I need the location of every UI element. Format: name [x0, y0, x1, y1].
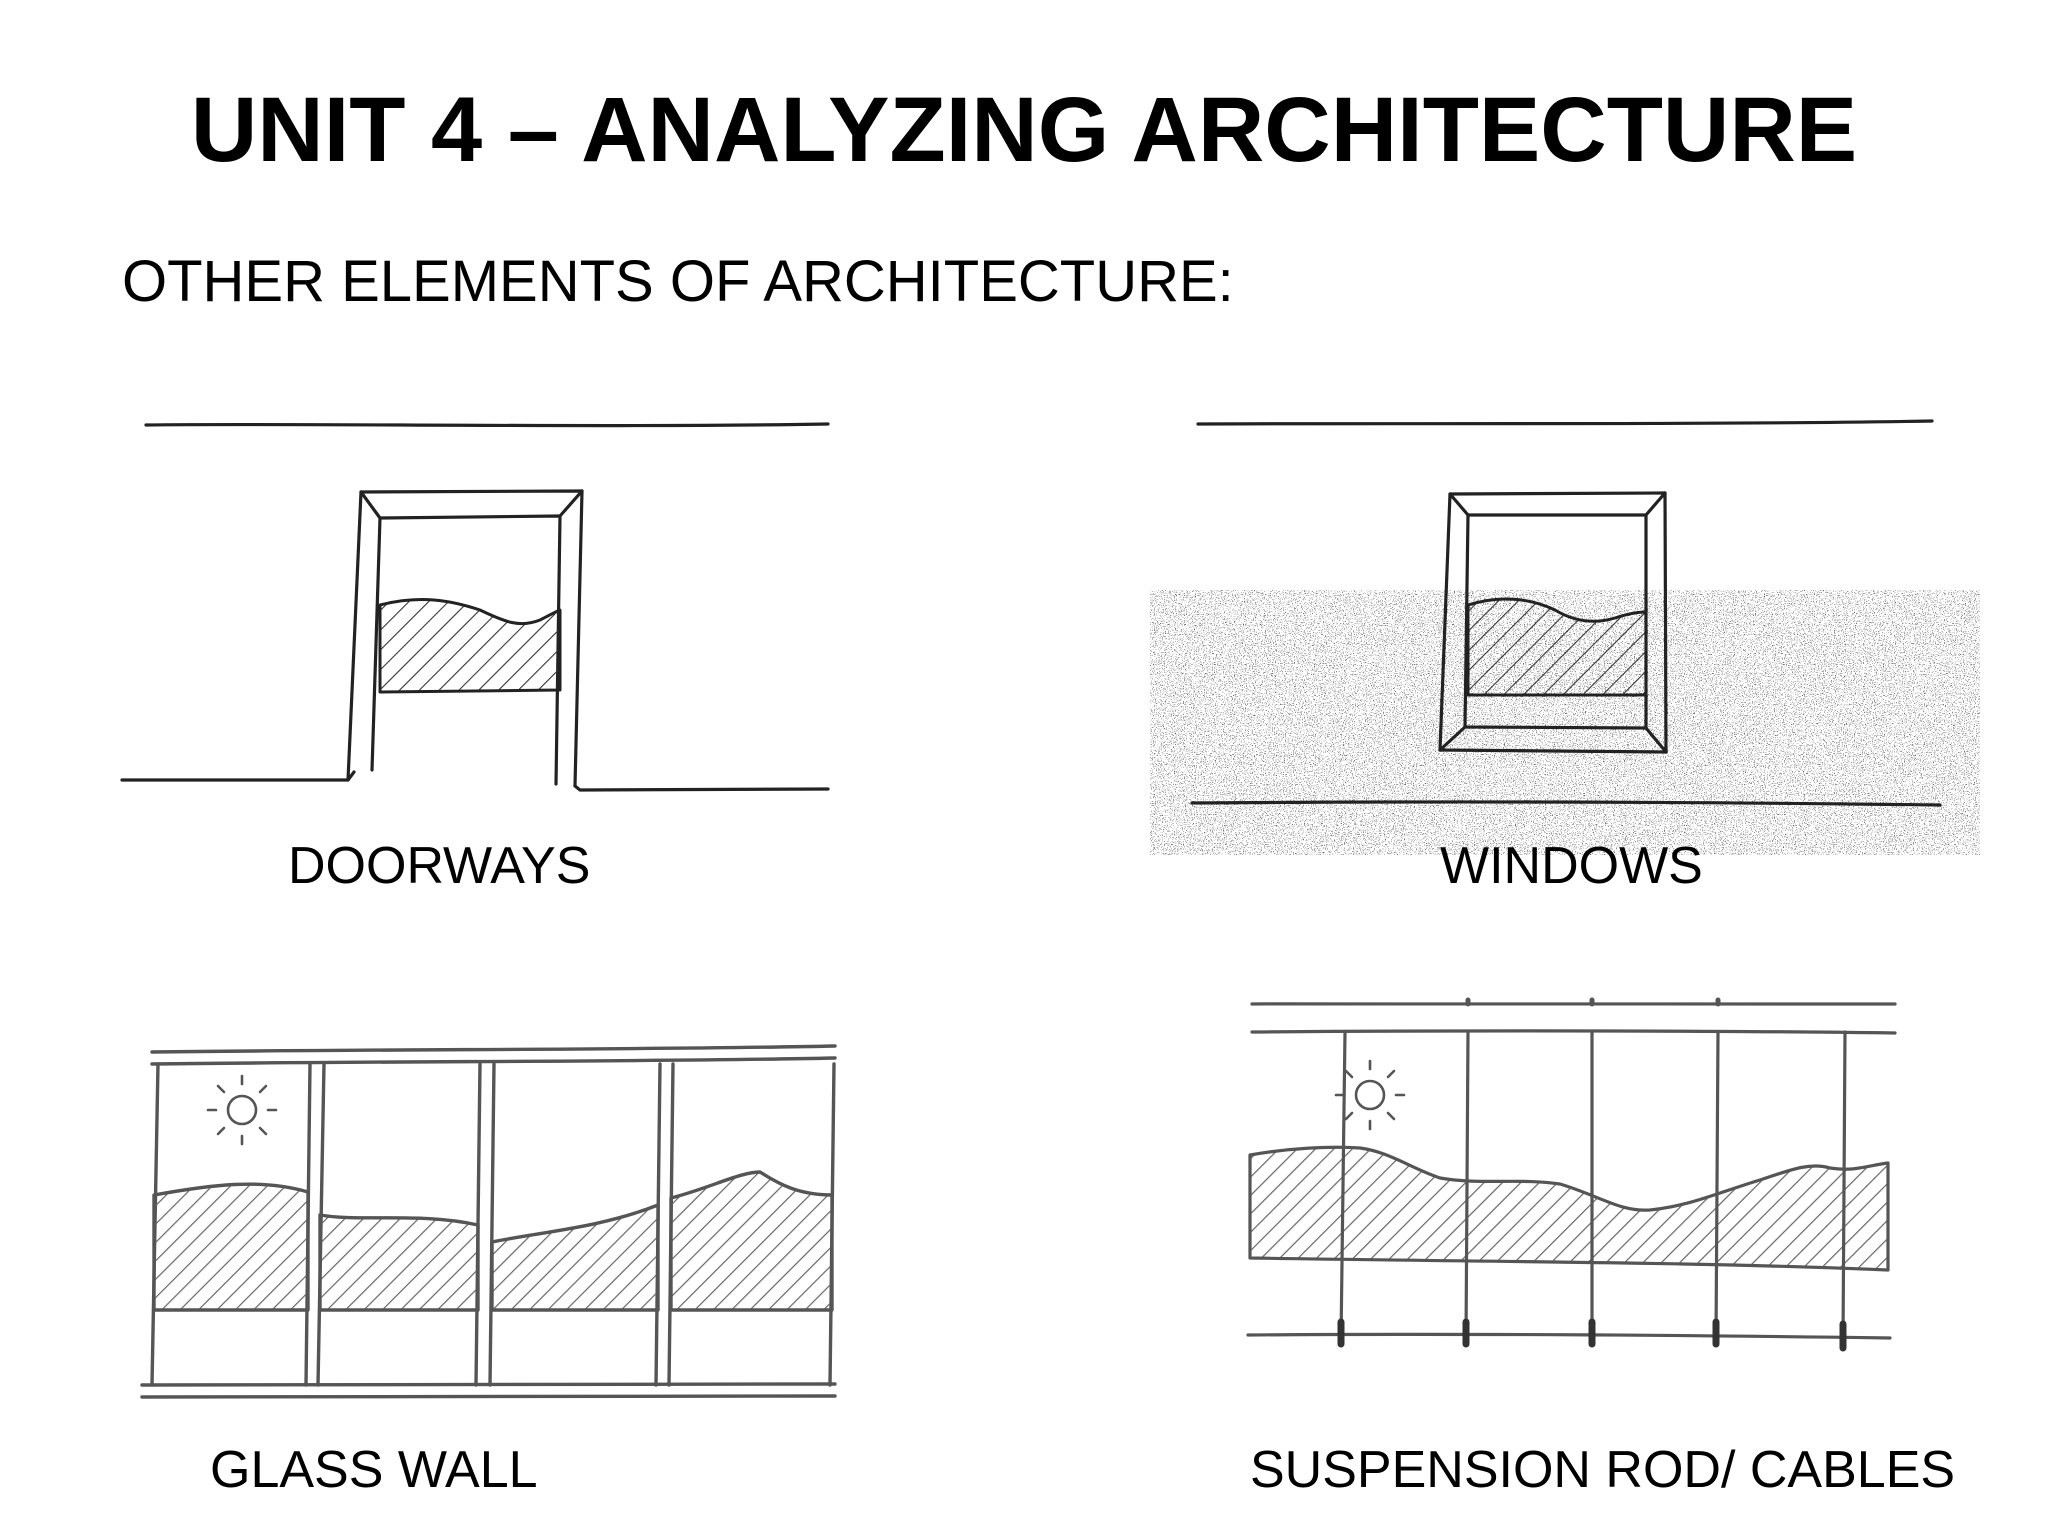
caption-doorways: DOORWAYS — [288, 837, 591, 895]
suspension-cables-sketch — [1246, 997, 1897, 1352]
caption-windows: WINDOWS — [1440, 837, 1703, 895]
page-title: UNIT 4 – ANALYZING ARCHITECTURE — [190, 79, 1858, 181]
window-sketch — [1150, 419, 1980, 855]
doorway-sketch — [120, 422, 830, 792]
glass-wall-sketch — [140, 1044, 837, 1399]
caption-suspension-rod-cables: SUSPENSION ROD/ CABLES — [1250, 1441, 1956, 1499]
caption-glass-wall: GLASS WALL — [210, 1441, 538, 1499]
sun-icon — [206, 1074, 278, 1146]
page-subtitle: OTHER ELEMENTS OF ARCHITECTURE: — [122, 249, 1234, 314]
sun-icon — [1334, 1059, 1406, 1131]
